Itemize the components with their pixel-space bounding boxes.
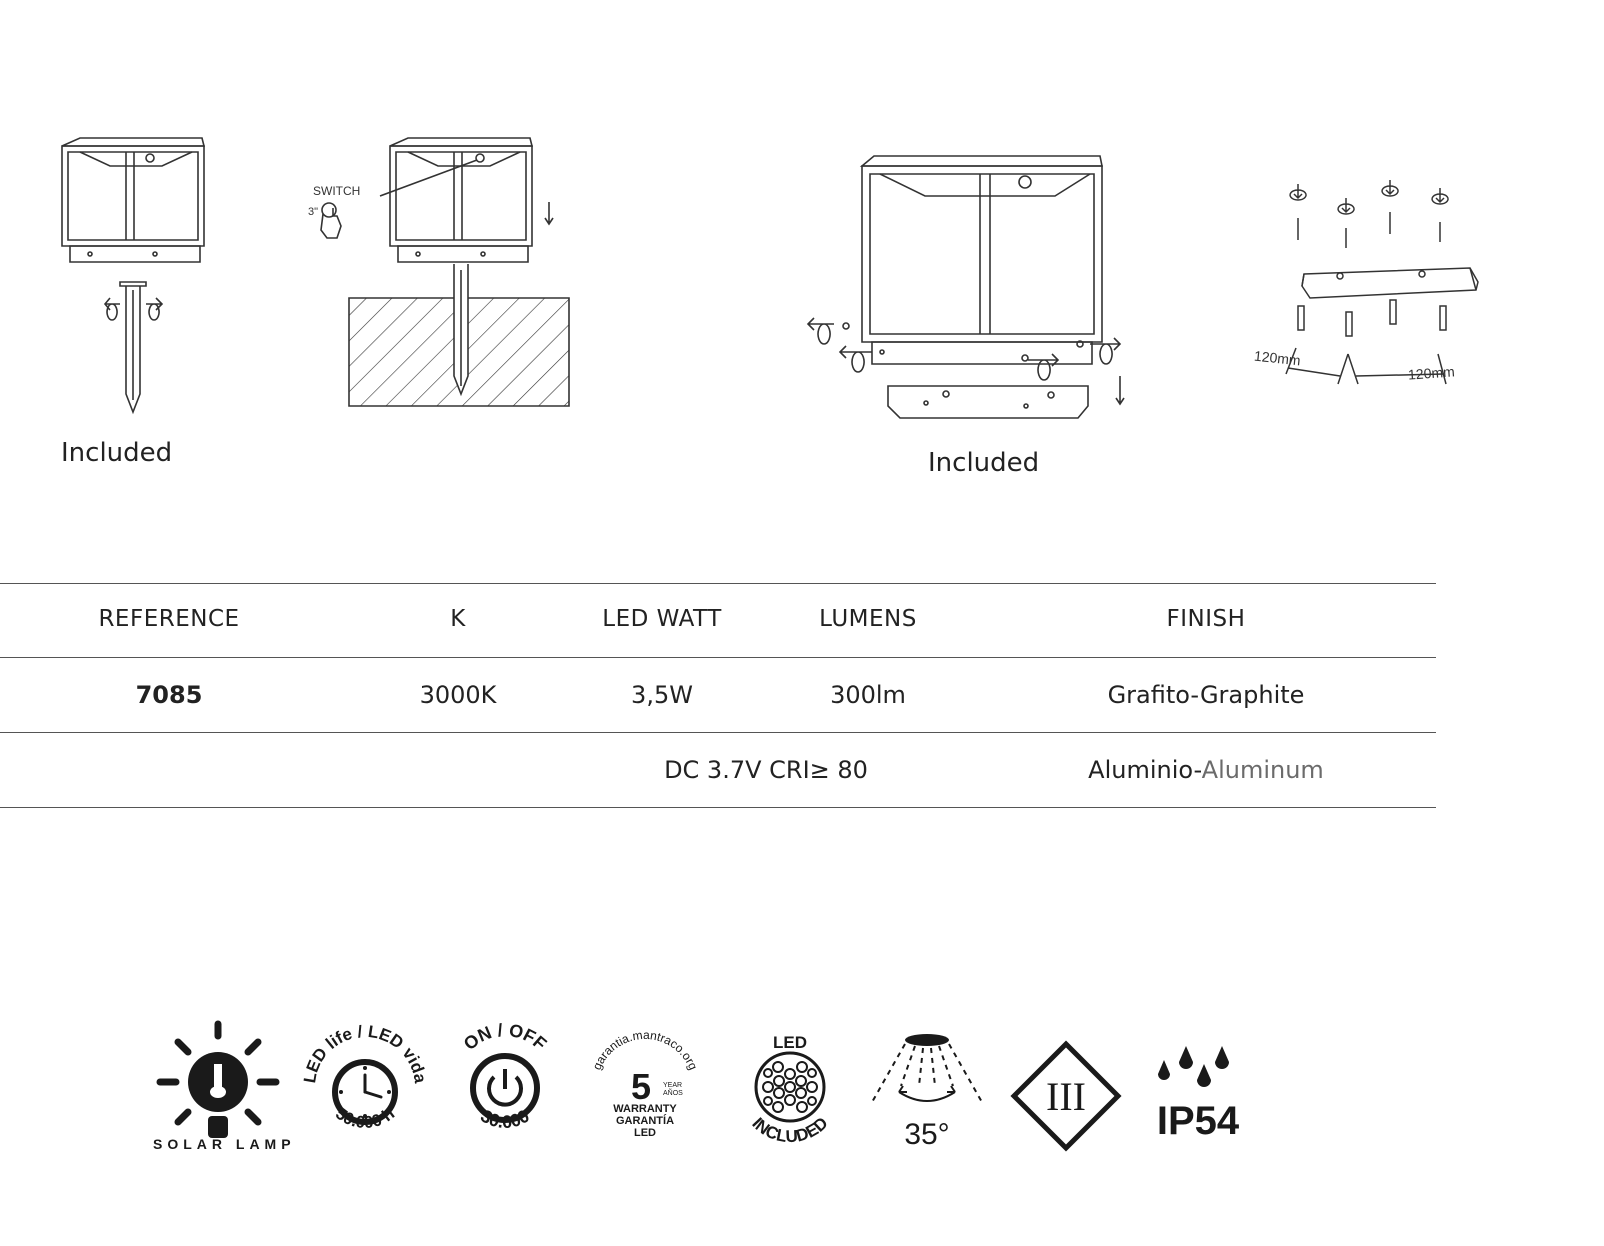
led-included-bottom-text: INCLUDED [748, 1113, 831, 1146]
class-roman-text: III [1046, 1074, 1086, 1119]
material-english: Aluminum [1201, 756, 1324, 784]
base-plate-dimensions-drawing [1240, 180, 1510, 400]
led-included-icon: LED INCLUDED [748, 1033, 831, 1146]
warranty-years: 5 [631, 1066, 651, 1107]
ip-rating-icon: IP54 [1157, 1046, 1240, 1143]
cell-material: Aluminio-Aluminum [1088, 756, 1324, 784]
table-rule-top [0, 583, 1436, 584]
warranty-line1: WARRANTY [613, 1103, 677, 1115]
warranty-line3: LED [634, 1127, 656, 1139]
table-rule-header [0, 657, 1436, 658]
included-caption-left: Included [61, 438, 173, 468]
warranty-line2: GARANTÍA [616, 1114, 674, 1127]
led-life-clock-icon: LED life / LED vida 50.000 h [300, 1022, 430, 1132]
switch-label: SWITCH [313, 184, 361, 198]
cell-k: 3000K [419, 681, 497, 709]
lantern-ground-install-drawing [305, 130, 585, 420]
svg-text:30.000: 30.000 [477, 1106, 533, 1132]
warranty-year-label: YEAR [663, 1082, 682, 1089]
beam-angle-icon: 35° [865, 1034, 990, 1151]
lantern-base-plate-drawing [790, 150, 1160, 430]
table-rule-bottom [0, 807, 1436, 808]
lantern-spike-drawing [50, 130, 220, 430]
power-cycles-icon: ON / OFF 30.000 [460, 1020, 551, 1132]
class-iii-icon: III [1010, 1040, 1122, 1152]
header-k: K [450, 606, 466, 632]
material-spanish: Aluminio- [1088, 756, 1202, 784]
cell-reference: 7085 [135, 681, 203, 709]
table-rule-row [0, 732, 1436, 733]
solar-lamp-icon [150, 1020, 290, 1138]
svg-text:INCLUDED: INCLUDED [748, 1113, 831, 1146]
beam-angle-text: 35° [904, 1118, 949, 1151]
on-off-bottom-text: 30.000 [477, 1106, 533, 1132]
svg-text:50.000 h: 50.000 h [332, 1104, 398, 1132]
solar-lamp-label: SOLAR LAMP [153, 1136, 296, 1152]
warranty-year-label-es: AÑOS [663, 1088, 683, 1097]
cell-finish: Grafito-Graphite [1107, 681, 1305, 709]
header-lumens: LUMENS [819, 606, 917, 632]
switch-time-label: 3" [308, 206, 319, 218]
header-reference: REFERENCE [98, 606, 240, 632]
ip-rating-text: IP54 [1157, 1099, 1240, 1143]
svg-text:ON / OFF: ON / OFF [460, 1020, 551, 1054]
header-finish: FINISH [1166, 606, 1246, 632]
led-life-bottom-text: 50.000 h [332, 1104, 398, 1132]
included-caption-right: Included [928, 448, 1040, 478]
led-included-top-text: LED [773, 1033, 807, 1052]
cell-lumens: 300lm [830, 681, 906, 709]
warranty-badge-icon: garantia.mantraco.org 5 YEAR AÑOS WARRAN… [590, 1028, 701, 1139]
cell-electrical: DC 3.7V CRI≥ 80 [664, 756, 868, 784]
dimension-right-label: 120mm [1407, 363, 1456, 383]
on-off-top-text: ON / OFF [460, 1020, 551, 1054]
cell-led-watt: 3,5W [631, 681, 693, 709]
header-led-watt: LED WATT [602, 606, 722, 632]
